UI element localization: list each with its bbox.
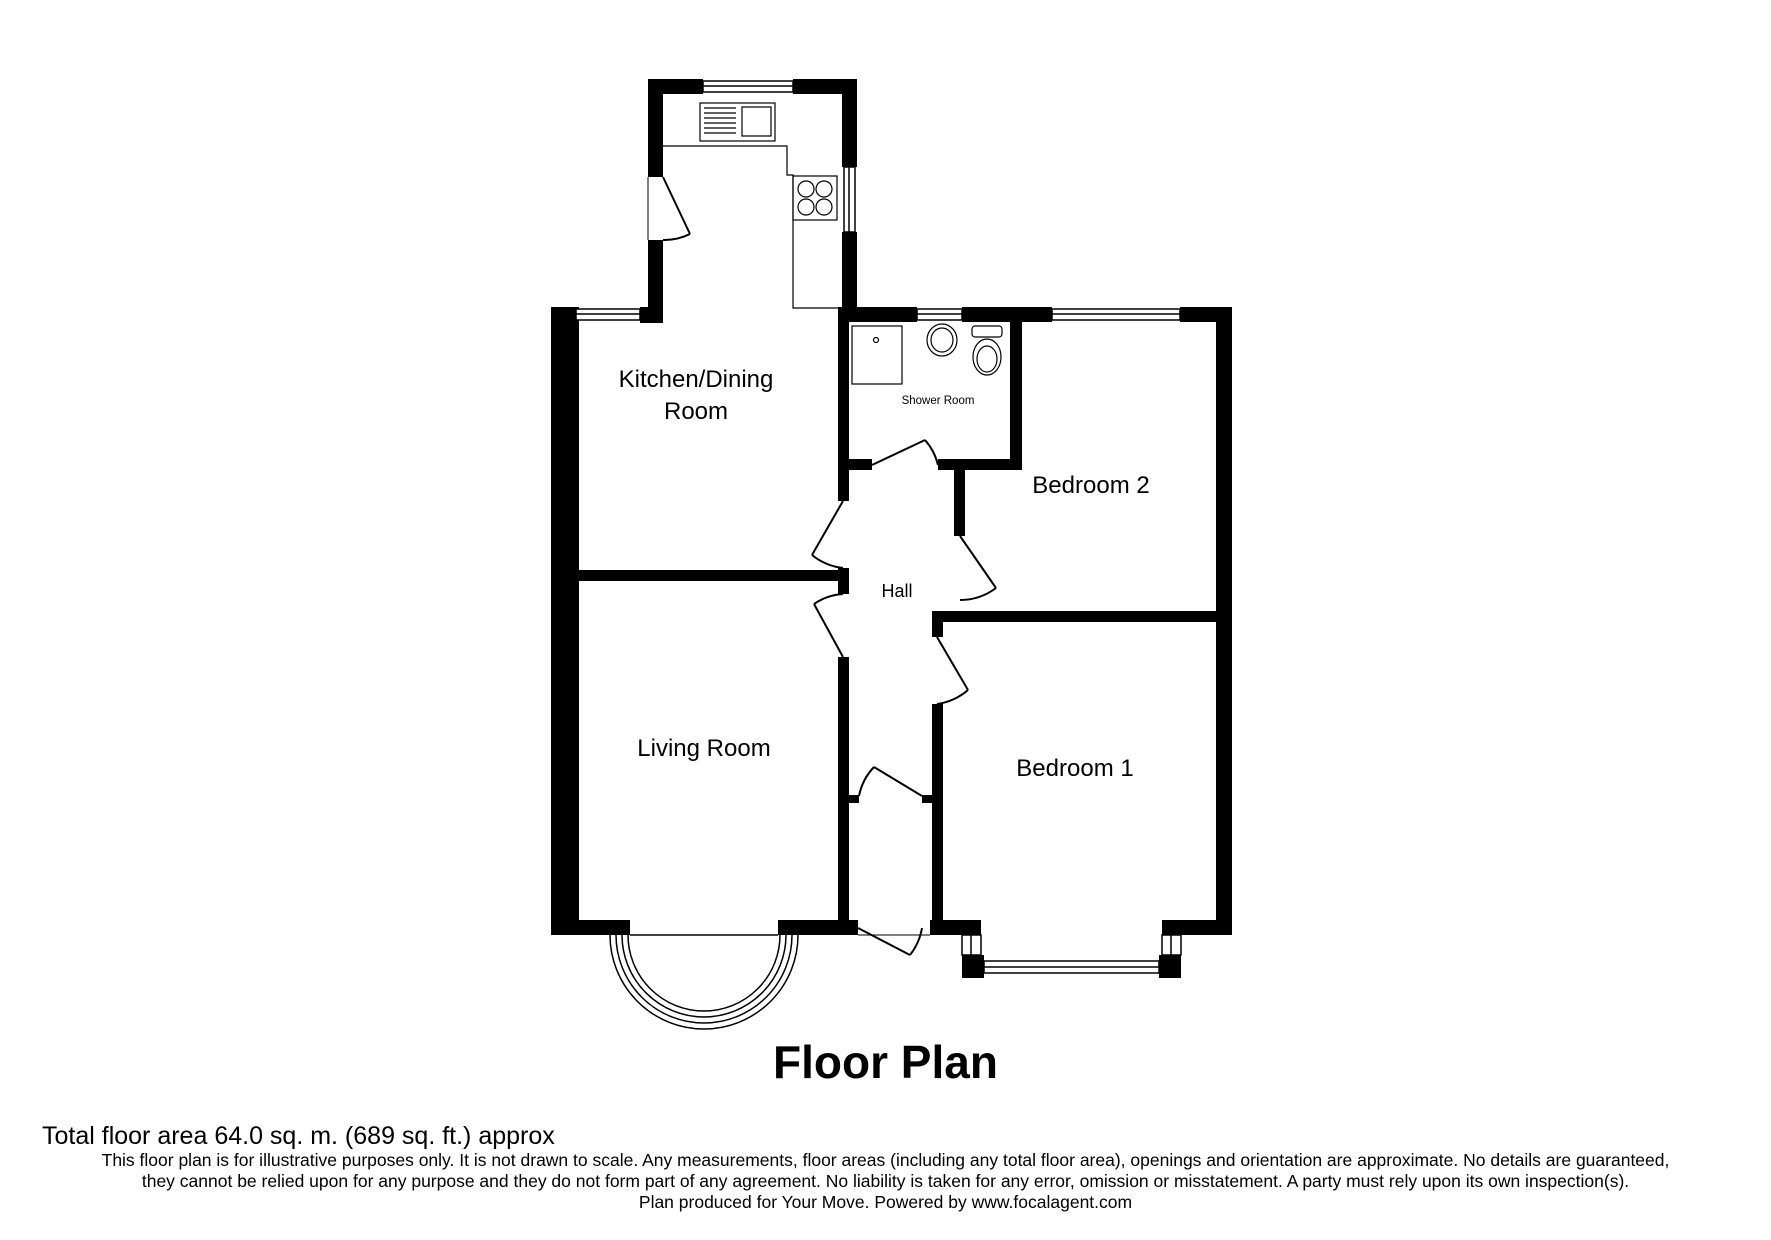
shower-room-fittings [851, 323, 1003, 385]
living-room-label: Living Room [637, 735, 770, 762]
shower-room-label: Shower Room [902, 395, 975, 407]
kitchen-fittings [663, 102, 842, 309]
disclaimer-line: Plan produced for Your Move. Powered by … [638, 1192, 1133, 1212]
kitchen-label-line2: Room [664, 398, 728, 425]
total-floor-area: Total floor area 64.0 sq. m. (689 sq. ft… [42, 1122, 555, 1150]
disclaimer-line: they cannot be relied upon for any purpo… [141, 1171, 1630, 1191]
doors [647, 176, 997, 956]
bay-window-living-room [609, 934, 799, 1030]
page-title: Floor Plan [773, 1036, 998, 1088]
bedroom2-label: Bedroom 2 [1032, 472, 1149, 499]
bay-window-bedroom-1 [961, 934, 1182, 978]
disclaimer-line: This floor plan is for illustrative purp… [101, 1150, 1670, 1170]
bedroom1-label: Bedroom 1 [1016, 755, 1133, 782]
hall-label: Hall [881, 581, 912, 601]
kitchen-label-line1: Kitchen/Dining [619, 366, 774, 393]
room-labels: Kitchen/Dining Room Shower Room Bedroom … [619, 366, 1150, 782]
windows [575, 80, 1181, 321]
walls [551, 79, 1232, 935]
disclaimer: This floor plan is for illustrative purp… [0, 1150, 1771, 1213]
